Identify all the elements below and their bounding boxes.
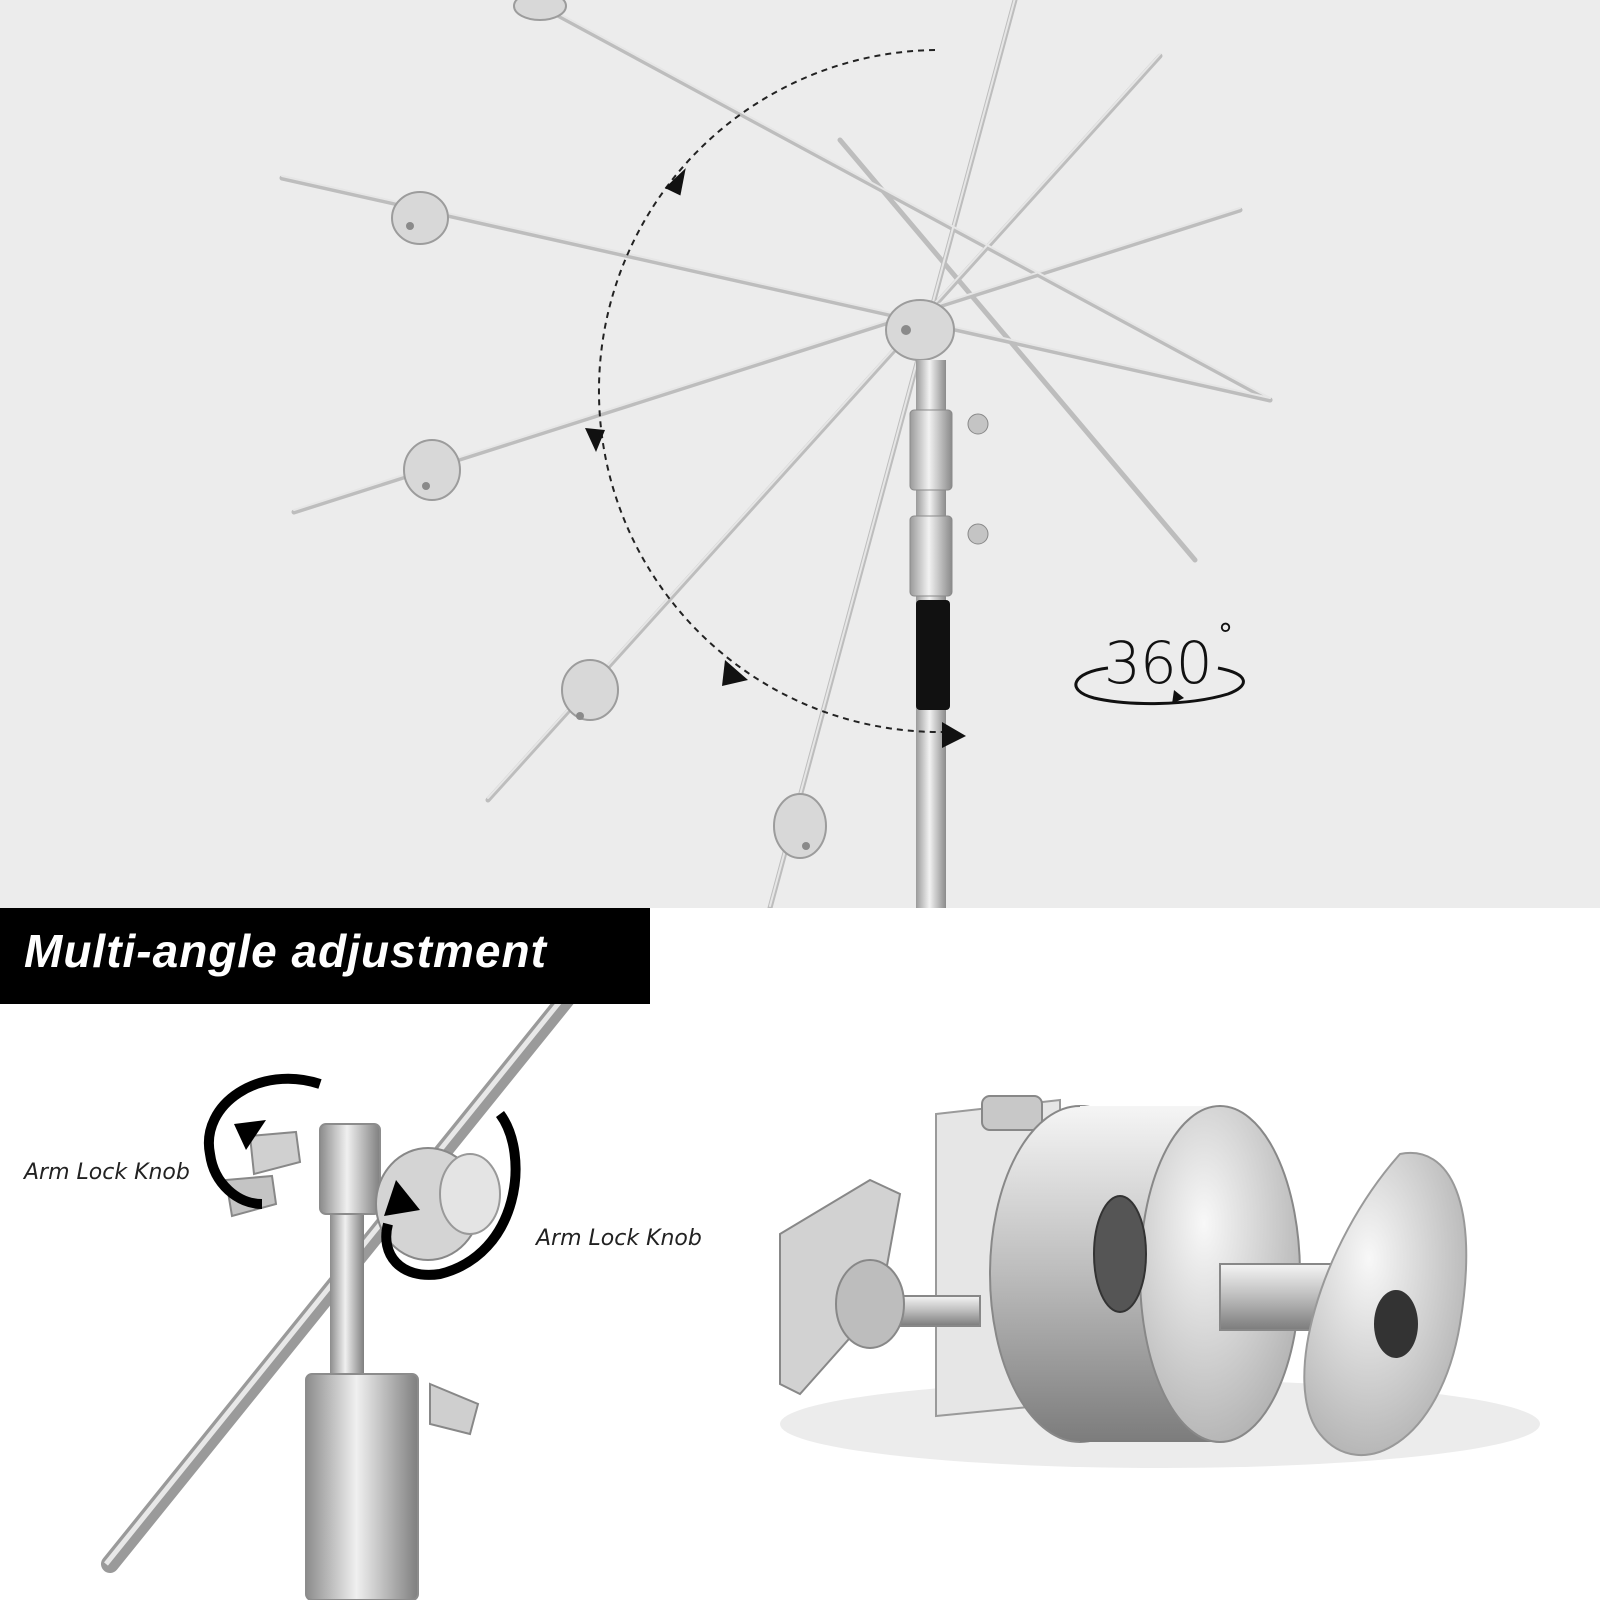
rotation-arc: [598, 49, 946, 734]
arm-lock-knob-label-right: Arm Lock Knob: [536, 1226, 702, 1251]
rotation-arrows: [203, 1073, 521, 1280]
arm-lock-knob-label-left: Arm Lock Knob: [24, 1160, 190, 1185]
grip-head-closeup-left: [0, 1004, 760, 1600]
arm-lock-knob-left: [248, 1130, 302, 1176]
rotation-degree-value: 360: [1104, 629, 1213, 697]
grip-hole: [1093, 1195, 1147, 1313]
grip-head-product-image: [779, 1095, 1540, 1468]
grip-head-closeup-right: [760, 1004, 1600, 1600]
rotation-illustration: 360 °: [0, 0, 1600, 908]
rotate-360-icon: [1074, 666, 1245, 706]
grip-heads: [391, 0, 955, 859]
arc-arrows: [585, 168, 966, 748]
foam-grip: [916, 600, 950, 710]
boom-arm-rotation-graphic: [279, 0, 1273, 908]
rotation-badge: 360 °: [1068, 618, 1248, 728]
rotation-degree-unit: °: [1218, 618, 1233, 653]
feature-banner: Multi-angle adjustment: [0, 908, 650, 1004]
banner-title: Multi-angle adjustment: [24, 925, 547, 977]
stand-grip-illustration: [101, 1004, 574, 1600]
